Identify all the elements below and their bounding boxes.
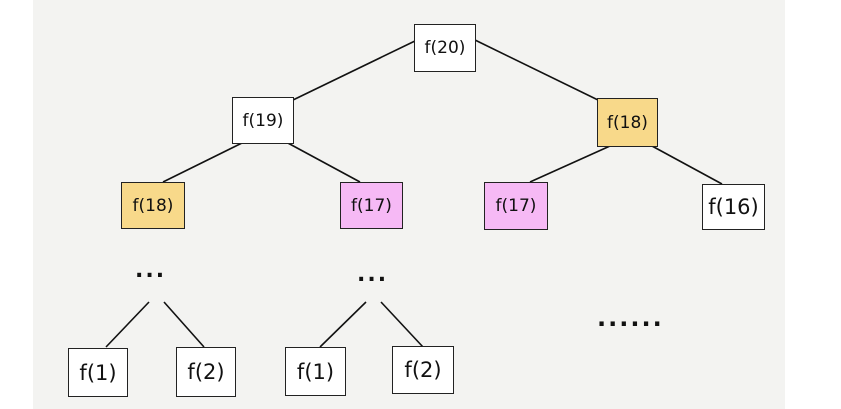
edge-l1right-l2d — [651, 145, 723, 185]
edge-dots-a-leaf1 — [105, 301, 150, 348]
node-l2-a: f(18) — [121, 182, 185, 229]
node-root: f(20) — [414, 24, 476, 72]
node-l2-c: f(17) — [484, 182, 548, 230]
ellipsis-right: ...... — [597, 304, 664, 332]
edge-l1right-l2c — [529, 145, 611, 183]
node-leaf-b1: f(1) — [285, 347, 346, 396]
node-l1-left: f(19) — [232, 97, 294, 144]
node-l2-d: f(16) — [702, 184, 765, 230]
edge-l1left-l2b — [285, 141, 361, 183]
node-leaf-a2: f(2) — [176, 347, 236, 397]
ellipsis-left: ... — [135, 258, 167, 283]
edge-dots-b-leaf2 — [380, 301, 424, 348]
edge-root-l1-right — [474, 39, 599, 101]
node-l1-right: f(18) — [597, 98, 658, 147]
edge-l1left-l2a — [162, 141, 245, 183]
node-leaf-b2: f(2) — [392, 346, 454, 394]
ellipsis-middle: ... — [357, 262, 389, 287]
edge-dots-b-leaf1 — [319, 301, 367, 348]
edge-dots-a-leaf2 — [163, 301, 205, 348]
node-l2-b: f(17) — [340, 182, 403, 229]
node-leaf-a1: f(1) — [68, 348, 128, 397]
edge-root-l1-left — [292, 39, 418, 101]
